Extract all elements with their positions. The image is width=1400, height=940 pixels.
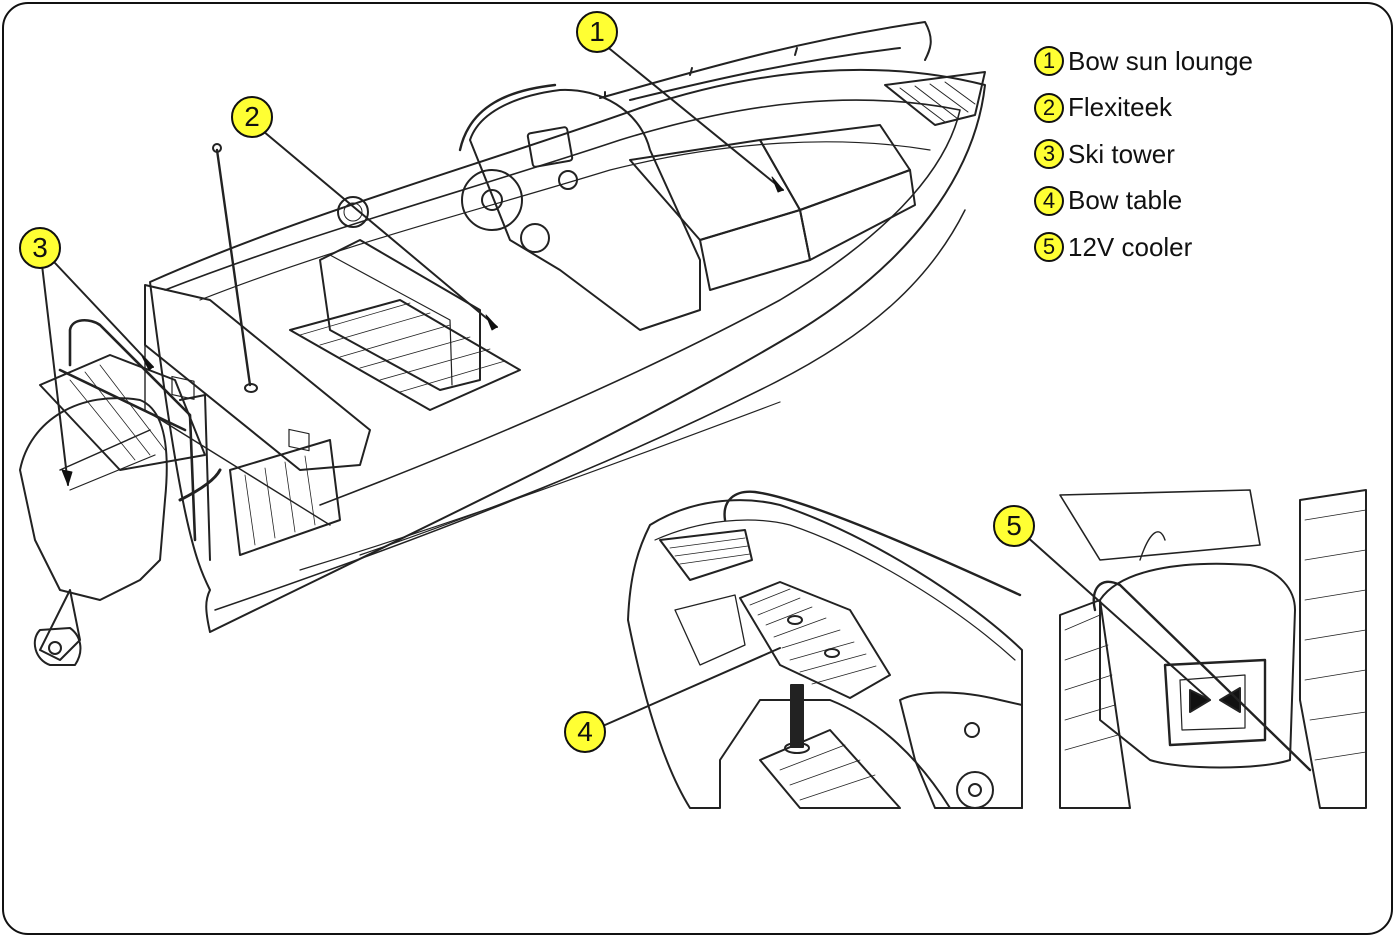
inset-table-hole-a	[787, 615, 803, 625]
outboard-engine	[19, 397, 168, 601]
ski-tower	[58, 319, 197, 542]
leader-2	[262, 130, 498, 328]
hull-spray-rail	[299, 401, 781, 571]
steering-wheel	[461, 169, 523, 231]
legend-label: 12V cooler	[1068, 231, 1193, 262]
callout-1: 1	[576, 11, 618, 53]
legend-label: Bow table	[1068, 185, 1183, 216]
stern-platform-right	[229, 439, 341, 556]
helm-seat	[319, 239, 481, 391]
bow-lounge-pad-d	[799, 169, 916, 261]
inset-bow-hull	[627, 499, 1023, 809]
inset-floor	[759, 729, 901, 809]
inset-floor-strip-right	[1299, 489, 1367, 809]
legend-label: Ski tower	[1068, 138, 1175, 169]
cockpit-floor	[289, 299, 521, 411]
legend: 1 Bow sun lounge 2 Flexiteek 3 Ski tower…	[1034, 38, 1253, 271]
bow-lounge-pad-c	[699, 209, 811, 291]
legend-badge: 4	[1034, 185, 1064, 216]
inset-cooler-fan	[1189, 687, 1241, 713]
inset-seat-back	[1059, 489, 1261, 561]
legend-badge: 3	[1034, 139, 1064, 170]
speaker	[337, 196, 369, 228]
legend-badge: 5	[1034, 232, 1064, 263]
console	[469, 88, 701, 331]
legend-badge: 1	[1034, 46, 1064, 77]
cooler-inset	[1059, 489, 1367, 809]
inset-console	[899, 691, 1023, 809]
legend-badge: 2	[1034, 92, 1064, 123]
inset-bow-platform	[659, 529, 753, 581]
bow-platform	[884, 71, 986, 126]
inset-rail	[1092, 580, 1312, 772]
leader-3a	[54, 262, 154, 368]
legend-item-flexiteek: 2 Flexiteek	[1034, 85, 1253, 132]
cockpit-inner-rim	[199, 141, 931, 301]
inset-table-leg	[790, 684, 804, 748]
inset-cooler-opening	[1163, 658, 1267, 747]
leader-3b	[41, 264, 69, 486]
display	[526, 126, 574, 168]
legend-item-ski-tower: 3 Ski tower	[1034, 131, 1253, 178]
hull-chine	[214, 209, 966, 611]
inset-cooler-console	[1099, 562, 1296, 769]
leader-1	[604, 44, 784, 191]
gauge-a	[520, 223, 550, 253]
hull-side-line	[359, 389, 761, 556]
legend-label: Flexiteek	[1068, 92, 1173, 123]
main-boat-drawing	[19, 21, 986, 666]
inset-bow-rail	[723, 490, 1022, 597]
outboard-leg	[39, 589, 81, 661]
inset-table-hole-b	[824, 648, 840, 658]
hull-outline	[149, 68, 986, 633]
inset-cushion	[674, 594, 746, 666]
bow-lounge-pad-a	[629, 139, 801, 241]
gunwale	[164, 99, 961, 506]
callout-5: 5	[993, 505, 1035, 547]
callout-4: 4	[564, 711, 606, 753]
gauge-b	[558, 170, 578, 190]
legend-item-bow-table: 4 Bow table	[1034, 178, 1253, 225]
windscreen	[458, 83, 557, 152]
leader-5	[1024, 534, 1211, 701]
vent-a	[171, 375, 195, 400]
legend-item-12v-cooler: 5 12V cooler	[1034, 224, 1253, 271]
legend-label: Bow sun lounge	[1068, 45, 1254, 76]
steering-hose	[178, 468, 222, 502]
inset-floor-strip-left	[1059, 599, 1131, 809]
antenna	[215, 148, 252, 387]
legend-item-bow-sun-lounge: 1 Bow sun lounge	[1034, 38, 1253, 85]
propeller	[33, 627, 82, 666]
bow-rail	[599, 21, 932, 101]
inset-steering-wheel	[956, 771, 994, 809]
inset-table-top	[739, 581, 891, 699]
leader-4	[604, 647, 781, 726]
callout-3: 3	[19, 227, 61, 269]
callout-2: 2	[231, 96, 273, 138]
bow-table-inset	[627, 490, 1023, 809]
